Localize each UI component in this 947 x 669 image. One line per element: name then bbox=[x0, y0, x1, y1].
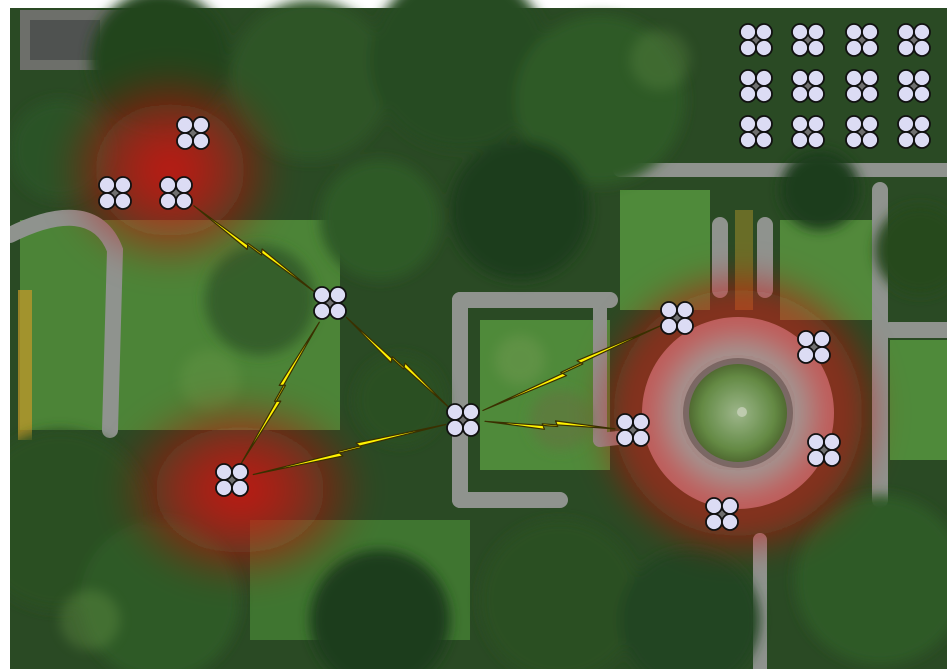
lightning-link-icon bbox=[252, 423, 447, 476]
drone-icon bbox=[98, 176, 132, 210]
drone-icon bbox=[215, 463, 249, 497]
docked-drone-icon bbox=[845, 69, 879, 103]
docked-drone-icon bbox=[791, 69, 825, 103]
docked-drone-icon bbox=[845, 115, 879, 149]
heat-zone-fountain bbox=[588, 263, 888, 563]
drone-icon bbox=[705, 497, 739, 531]
drone-icon bbox=[660, 301, 694, 335]
lightning-link-icon bbox=[484, 420, 616, 430]
docked-drone-icon bbox=[739, 69, 773, 103]
heat-zone-north-west bbox=[55, 65, 285, 275]
docked-drone-icon bbox=[739, 23, 773, 57]
drone-icon bbox=[176, 116, 210, 150]
docked-drone-icon bbox=[791, 23, 825, 57]
drone-icon bbox=[159, 176, 193, 210]
docked-drone-icon bbox=[897, 69, 931, 103]
drone-icon bbox=[313, 286, 347, 320]
docked-drone-icon bbox=[897, 115, 931, 149]
docked-drone-icon bbox=[897, 23, 931, 57]
docked-drone-icon bbox=[739, 115, 773, 149]
docked-drone-icon bbox=[791, 115, 825, 149]
docked-drone-icon bbox=[845, 23, 879, 57]
drone-icon bbox=[446, 403, 480, 437]
drone-icon bbox=[797, 330, 831, 364]
drone-icon bbox=[616, 413, 650, 447]
drone-icon bbox=[807, 433, 841, 467]
